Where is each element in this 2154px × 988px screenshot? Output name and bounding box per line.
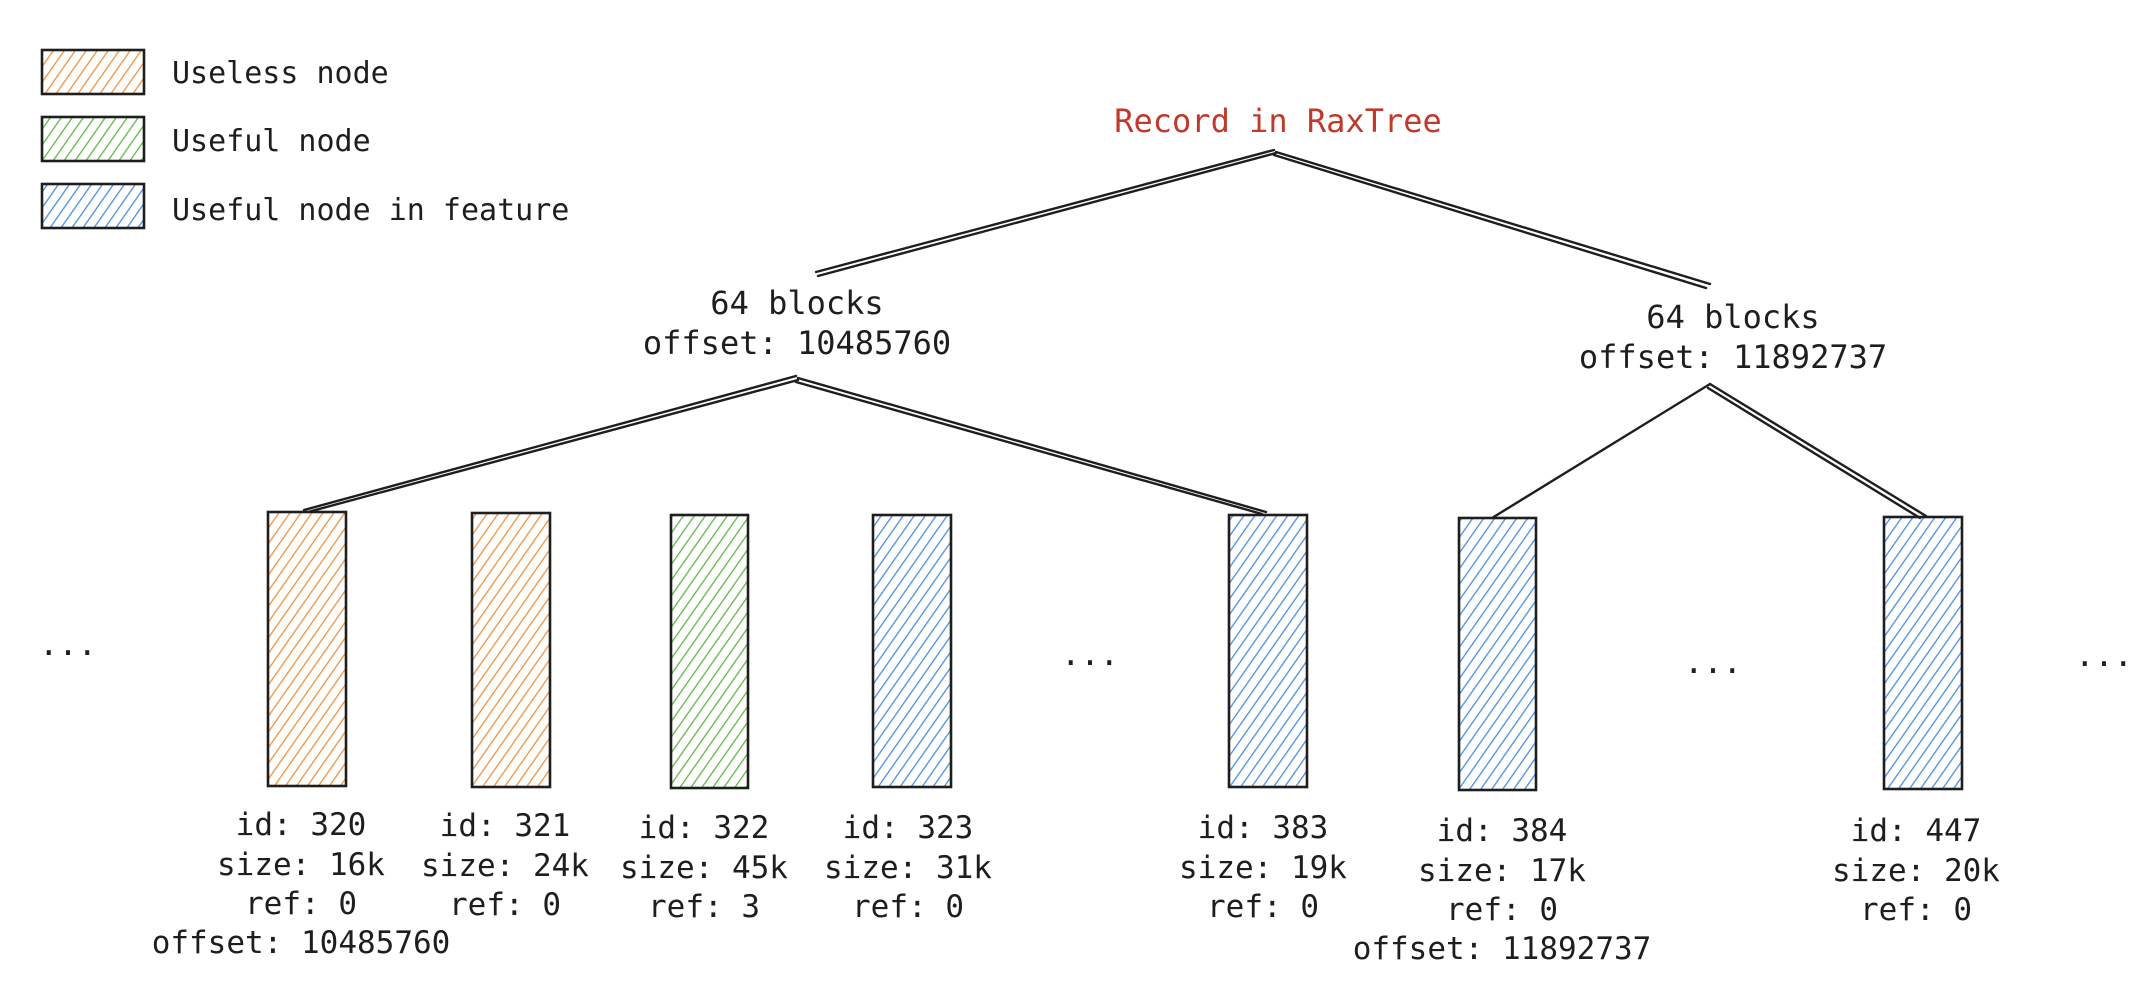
legend-item-useless: Useless node [40, 48, 389, 96]
node-447-bar [1882, 515, 1964, 791]
group-0-count: 64 blocks [710, 284, 883, 322]
node-322-ref: ref: 3 [648, 889, 760, 925]
node-447-ref: ref: 0 [1860, 892, 1972, 928]
node-383-ref: ref: 0 [1207, 889, 1319, 925]
node-447-id: id: 447 [1851, 813, 1982, 849]
legend-label-useless: Useless node [172, 56, 389, 91]
legend-item-feature: Useful node in feature [40, 182, 569, 230]
group-0-offset: offset: 10485760 [643, 324, 951, 362]
legend-item-useful: Useful node [40, 115, 371, 163]
legend-label-feature: Useful node in feature [172, 193, 569, 228]
node-384-bar [1457, 516, 1538, 792]
node-323-bar [871, 513, 953, 789]
node-447-size: size: 20k [1832, 853, 2000, 889]
group-1-offset: offset: 11892737 [1579, 338, 1887, 376]
ellipsis-right: ... [2075, 636, 2133, 674]
node-321-ref: ref: 0 [449, 887, 561, 923]
node-321-size: size: 24k [421, 848, 589, 884]
node-321-id: id: 321 [440, 808, 571, 844]
legend-swatch-useful [40, 115, 146, 163]
group-1-count: 64 blocks [1646, 298, 1819, 336]
node-320-labels: id: 320 size: 16k ref: 0 offset: 1048576… [152, 807, 451, 961]
node-384-id: id: 384 [1437, 813, 1568, 849]
root-edges [814, 148, 1712, 290]
node-323-labels: id: 323 size: 31k ref: 0 [824, 810, 992, 925]
node-447-labels: id: 447 size: 20k ref: 0 [1832, 813, 2000, 928]
node-320-offset: offset: 10485760 [152, 925, 451, 961]
node-322-id: id: 322 [639, 810, 770, 846]
ellipsis-left: ... [39, 625, 97, 663]
edge-group-0-node-320 [302, 374, 800, 514]
group-edges [302, 374, 1928, 520]
node-384-ref: ref: 0 [1446, 892, 1558, 928]
diagram-title: Record in RaxTree [1114, 102, 1442, 140]
ellipses: ... ... ... ... [39, 625, 2133, 681]
group-1: 64 blocks offset: 11892737 [1579, 298, 1887, 376]
legend-swatch-useless [40, 48, 146, 96]
node-322-bar [669, 513, 750, 790]
node-384-labels: id: 384 size: 17k ref: 0 offset: 1189273… [1353, 813, 1652, 967]
node-322-size: size: 45k [620, 850, 788, 886]
node-323-id: id: 323 [843, 810, 974, 846]
legend-swatch-feature [40, 182, 146, 230]
node-321-bar [470, 511, 552, 789]
node-383-id: id: 383 [1198, 810, 1329, 846]
edge-group-0-node-383 [794, 376, 1268, 516]
node-320-size: size: 16k [217, 847, 385, 883]
node-322-labels: id: 322 size: 45k ref: 3 [620, 810, 788, 925]
node-384-size: size: 17k [1418, 853, 1586, 889]
ellipsis-mid-2: ... [1684, 643, 1742, 681]
edge-root-group-0 [814, 148, 1278, 278]
node-383-bar [1227, 513, 1309, 789]
ellipsis-mid-1: ... [1061, 635, 1119, 673]
edge-group-1-node-384 [1490, 382, 1712, 520]
legend: Useless node Useful node Useful node in … [40, 48, 569, 230]
node-bars [266, 510, 1964, 792]
node-320-bar [266, 510, 348, 788]
node-384-offset: offset: 11892737 [1353, 931, 1652, 967]
node-320-ref: ref: 0 [245, 886, 357, 922]
legend-label-useful: Useful node [172, 124, 371, 159]
node-383-size: size: 19k [1179, 850, 1347, 886]
edge-group-1-node-447 [1706, 382, 1928, 520]
node-323-ref: ref: 0 [852, 889, 964, 925]
edge-root-group-1 [1272, 150, 1712, 290]
node-321-labels: id: 321 size: 24k ref: 0 [421, 808, 589, 923]
group-0: 64 blocks offset: 10485760 [643, 284, 951, 362]
node-320-id: id: 320 [236, 807, 367, 843]
node-383-labels: id: 383 size: 19k ref: 0 [1179, 810, 1347, 925]
node-323-size: size: 31k [824, 850, 992, 886]
